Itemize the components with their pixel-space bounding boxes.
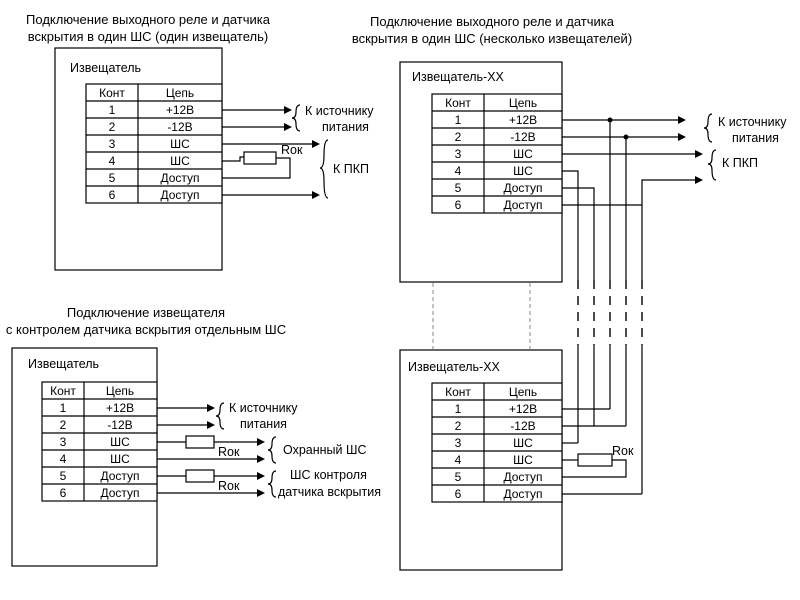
contact-circuit: Доступ — [100, 469, 139, 483]
contact-circuit: Доступ — [100, 486, 139, 500]
contact-table-xx-lower: Конт Цепь 1 +12В 2 -12В 3 ШС 4 ШС 5 Дост… — [431, 382, 563, 503]
rok-label-1: Rок — [281, 143, 303, 157]
contact-circuit: Доступ — [503, 181, 542, 195]
diagram3-title-line2: с контролем датчика вскрытия отдельным Ш… — [6, 322, 286, 337]
contact-table-3: Конт Цепь 1 +12В 2 -12В 3 ШС 4 ШС 5 Дост… — [41, 381, 158, 502]
resistor-rok-2 — [577, 453, 613, 467]
pkp-label-1: К ПКП — [333, 162, 369, 176]
wiring-1: К источнику питания Rок К ПКП — [222, 104, 374, 199]
contact-number: 4 — [455, 453, 462, 467]
guard-loop-label: Охранный ШС — [283, 443, 366, 457]
pkp-label-2: К ПКП — [722, 156, 758, 170]
contact-circuit: Доступ — [503, 470, 542, 484]
resistor-rok-3 — [185, 435, 215, 449]
contact-number: 1 — [455, 402, 462, 416]
detector-name-1: Извещатель — [70, 61, 141, 75]
contact-circuit: ШС — [513, 453, 533, 467]
contact-number: 6 — [60, 486, 67, 500]
contact-circuit: -12В — [167, 120, 192, 134]
contact-circuit: Доступ — [160, 188, 199, 202]
contact-number: 1 — [455, 113, 462, 127]
rok-label-2: Rок — [612, 444, 634, 458]
col-circuit-header: Цепь — [509, 96, 537, 110]
diagram-multiple-detectors: Подключение выходного реле и датчика вск… — [352, 14, 787, 571]
contact-number: 1 — [109, 103, 116, 117]
wiring-2: К источнику питания К ПКП — [562, 113, 787, 495]
diagram-separate-tamper-loop: Подключение извещателя с контролем датчи… — [6, 305, 381, 567]
contact-number: 6 — [455, 198, 462, 212]
contact-circuit: ШС — [513, 164, 533, 178]
col-contact-header: Конт — [50, 384, 76, 398]
contact-table-1: Конт Цепь 1 +12В 2 -12В 3 ШС 4 ШС 5 Дост… — [85, 83, 223, 204]
contact-circuit: +12В — [166, 103, 194, 117]
col-contact-header: Конт — [445, 96, 471, 110]
wiring-3: К источнику питания Rок Охранный ШС Rок … — [157, 401, 381, 499]
power-label-3a: К источнику — [229, 401, 298, 415]
col-circuit-header: Цепь — [509, 385, 537, 399]
col-circuit-header: Цепь — [166, 86, 194, 100]
contact-number: 5 — [455, 181, 462, 195]
contact-number: 3 — [455, 436, 462, 450]
power-label-3b: питания — [240, 417, 287, 431]
power-label-2a: К источнику — [718, 115, 787, 129]
contact-number: 3 — [109, 137, 116, 151]
contact-circuit: +12В — [509, 113, 537, 127]
diagram2-title-line1: Подключение выходного реле и датчика — [370, 14, 615, 29]
contact-number: 6 — [109, 188, 116, 202]
contact-number: 1 — [60, 401, 67, 415]
diagram-single-detector: Подключение выходного реле и датчика вск… — [26, 12, 374, 271]
resistor-rok-1 — [243, 151, 277, 165]
col-contact-header: Конт — [99, 86, 125, 100]
contact-number: 5 — [60, 469, 67, 483]
tamper-loop-label-1: ШС контроля — [290, 468, 367, 482]
contact-number: 6 — [455, 487, 462, 501]
contact-number: 2 — [455, 419, 462, 433]
contact-circuit: ШС — [513, 147, 533, 161]
contact-number: 5 — [455, 470, 462, 484]
power-label-1b: питания — [322, 120, 369, 134]
contact-number: 2 — [109, 120, 116, 134]
contact-number: 4 — [455, 164, 462, 178]
contact-circuit: Доступ — [503, 487, 542, 501]
contact-number: 3 — [60, 435, 67, 449]
col-contact-header: Конт — [445, 385, 471, 399]
rok-label-3: Rок — [218, 445, 240, 459]
detector-name-xx-lower: Извещатель-ХХ — [408, 360, 501, 374]
contact-table-xx-upper: Конт Цепь 1 +12В 2 -12В 3 ШС 4 ШС 5 Дост… — [431, 93, 563, 214]
diagram1-title-line1: Подключение выходного реле и датчика — [26, 12, 271, 27]
contact-circuit: -12В — [107, 418, 132, 432]
contact-number: 5 — [109, 171, 116, 185]
detector-name-3: Извещатель — [28, 357, 99, 371]
power-label-2b: питания — [732, 131, 779, 145]
power-label-1a: К источнику — [305, 104, 374, 118]
diagram3-title-line1: Подключение извещателя — [67, 305, 225, 320]
contact-circuit: +12В — [106, 401, 134, 415]
contact-circuit: ШС — [513, 436, 533, 450]
rok-label-4: Rок — [218, 479, 240, 493]
detector-name-xx-upper: Извещатель-ХХ — [412, 70, 505, 84]
tamper-loop-label-2: датчика вскрытия — [278, 485, 381, 499]
contact-circuit: ШС — [170, 137, 190, 151]
resistor-rok-4 — [185, 469, 215, 483]
col-circuit-header: Цепь — [106, 384, 134, 398]
contact-circuit: -12В — [510, 419, 535, 433]
contact-circuit: ШС — [110, 452, 130, 466]
contact-number: 4 — [109, 154, 116, 168]
contact-number: 4 — [60, 452, 67, 466]
diagram1-title-line2: вскрытия в один ШС (один извещатель) — [28, 29, 268, 44]
diagram2-title-line2: вскрытия в один ШС (несколько извещателе… — [352, 31, 632, 46]
contact-circuit: -12В — [510, 130, 535, 144]
contact-number: 3 — [455, 147, 462, 161]
contact-circuit: Доступ — [160, 171, 199, 185]
contact-number: 2 — [60, 418, 67, 432]
contact-circuit: ШС — [110, 435, 130, 449]
contact-circuit: +12В — [509, 402, 537, 416]
contact-circuit: ШС — [170, 154, 190, 168]
contact-circuit: Доступ — [503, 198, 542, 212]
contact-number: 2 — [455, 130, 462, 144]
